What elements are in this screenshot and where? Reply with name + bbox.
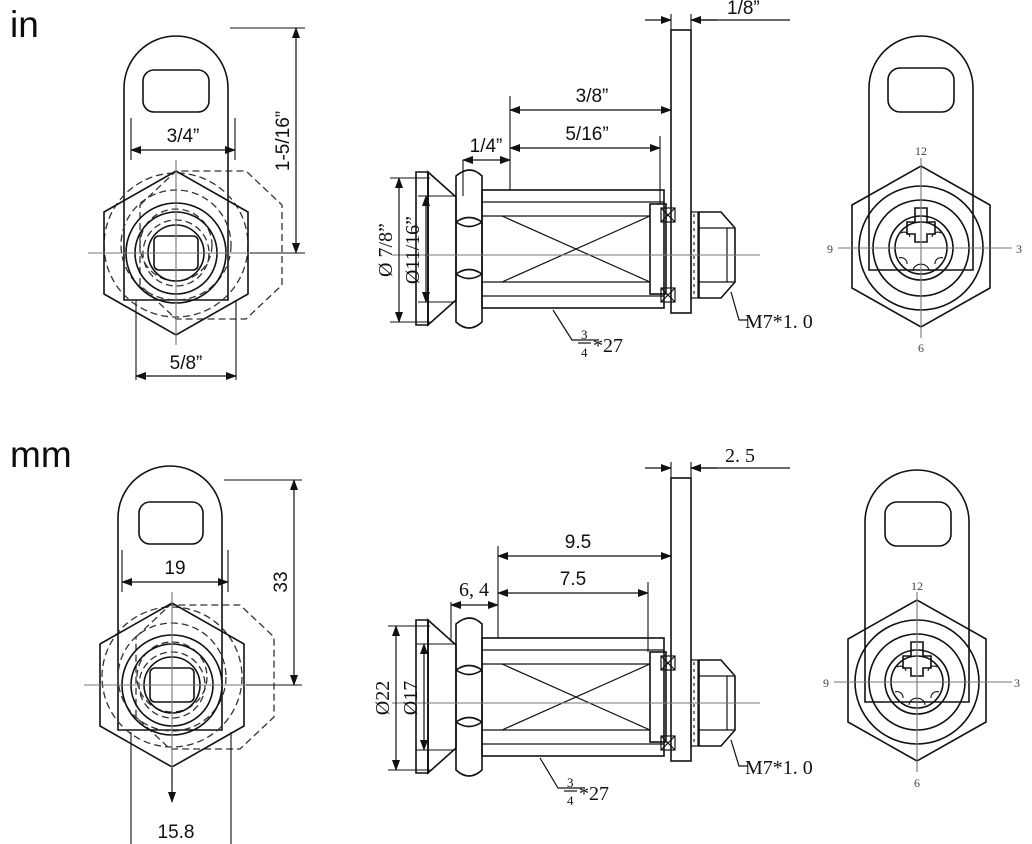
- dim-side-head-dia-in: Ø 7/8”: [375, 223, 397, 277]
- rear-clock-9-mm: 9: [823, 676, 829, 690]
- dim-front-height-mm: 33: [271, 571, 292, 592]
- rear-clock-6-in: 6: [918, 341, 924, 355]
- row-millimeters: 19 33 15.8: [84, 445, 1020, 844]
- dim-side-barrel-dia-mm: Ø17: [400, 681, 422, 715]
- side-view-inches: 1/8” 3/8” 5/16” 1/4” Ø 7/8” Ø11/16”: [375, 0, 813, 360]
- rear-clock-3-in: 3: [1016, 242, 1022, 256]
- side-view-mm: 2. 5 9.5 7.5 6, 4 Ø22 Ø17: [372, 445, 813, 808]
- dim-side-head-depth-in: 1/4”: [470, 136, 503, 157]
- unit-label-millimeters: mm: [10, 434, 72, 475]
- dim-side-cam-thickness-mm: 2. 5: [725, 445, 755, 467]
- dim-front-width-in: 3/4”: [167, 126, 200, 147]
- dim-front-hex-in: 5/8”: [170, 353, 203, 374]
- dim-side-barrel-dia-in: Ø11/16”: [402, 216, 424, 284]
- rear-clock-12-in: 12: [915, 144, 927, 158]
- dim-side-head-depth-mm: 6, 4: [459, 579, 489, 601]
- dim-front-height-in: 1-5/16”: [273, 111, 294, 171]
- rear-clock-12-mm: 12: [911, 579, 923, 593]
- unit-label-inches: in: [10, 4, 39, 45]
- svg-text:4: 4: [567, 793, 574, 808]
- rear-clock-6-mm: 6: [914, 776, 920, 790]
- dim-front-width-mm: 19: [164, 558, 185, 579]
- dim-front-hex-mm: 15.8: [158, 822, 195, 843]
- dim-side-barrel-to-cam-in: 3/8”: [576, 86, 609, 107]
- front-view-mm: 19 33 15.8: [84, 465, 302, 844]
- dim-side-thread-length-in: 5/16”: [565, 124, 608, 145]
- svg-text:3: 3: [581, 327, 588, 342]
- svg-text:*27: *27: [593, 335, 623, 357]
- leader-thread-spec-in: 3 4 *27: [578, 327, 623, 360]
- svg-text:4: 4: [581, 345, 588, 360]
- leader-thread-spec-mm: 3 4 *27: [564, 775, 609, 808]
- dim-side-head-dia-mm: Ø22: [372, 681, 394, 715]
- leader-nut-spec-mm: M7*1. 0: [745, 757, 813, 779]
- rear-clock-9-in: 9: [827, 242, 833, 256]
- svg-text:3: 3: [567, 775, 574, 790]
- dim-side-cam-thickness-in: 1/8”: [727, 0, 760, 19]
- rear-view-inches: 12 3 6 9: [827, 35, 1022, 355]
- leader-nut-spec-in: M7*1. 0: [745, 311, 813, 333]
- row-inches: 3/4” 1-5/16” 5/8”: [88, 0, 1022, 380]
- dim-side-barrel-to-cam-mm: 9.5: [565, 532, 591, 553]
- svg-text:*27: *27: [579, 783, 609, 805]
- rear-view-mm: 12 3 6 9: [823, 469, 1020, 790]
- dim-side-thread-length-mm: 7.5: [560, 569, 586, 590]
- front-view-inches: 3/4” 1-5/16” 5/8”: [88, 27, 305, 380]
- rear-clock-3-mm: 3: [1014, 676, 1020, 690]
